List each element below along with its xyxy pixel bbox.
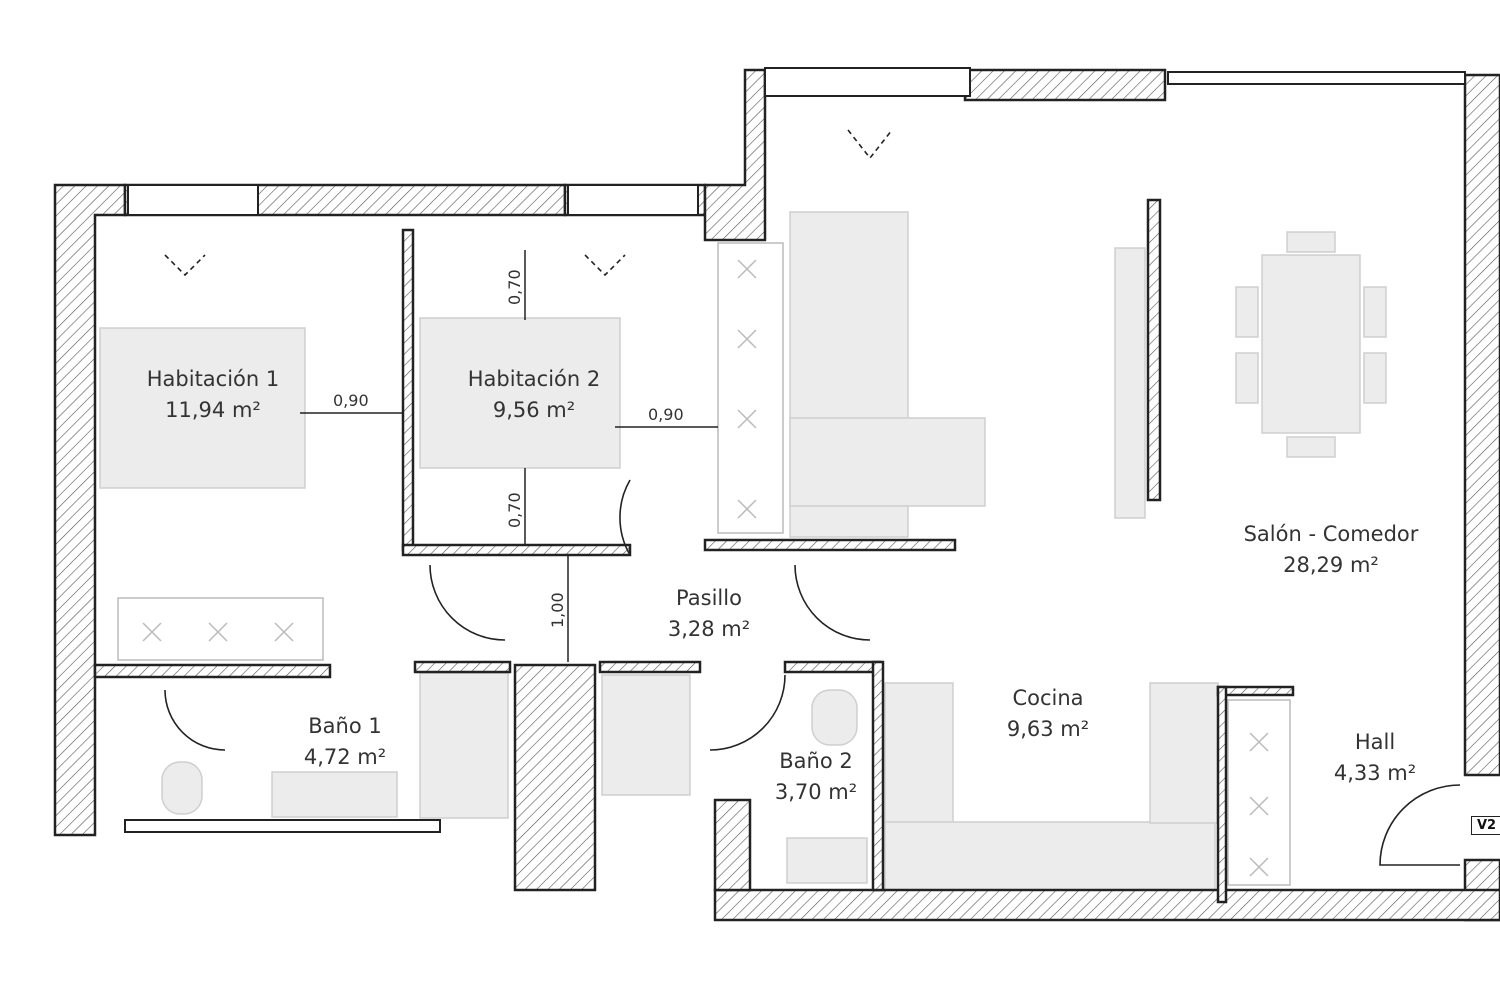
- room-name: Habitación 2: [467, 367, 601, 391]
- room-area: 3,28 m²: [667, 617, 751, 641]
- dimension-hab2-top: 0,70: [505, 269, 524, 305]
- room-cocina: Cocina 9,63 m²: [1007, 683, 1089, 745]
- kitchen-counter-left: [884, 682, 954, 824]
- sink-1: [271, 771, 398, 818]
- kitchen-counter-bottom: [884, 821, 1216, 891]
- room-name: Cocina: [1012, 686, 1084, 710]
- toilet-2: [811, 689, 858, 746]
- shower-2: [601, 674, 691, 796]
- dimension-hab2-bottom: 0,70: [505, 492, 524, 528]
- wardrobes: [117, 242, 1291, 886]
- sink-2: [786, 837, 868, 884]
- dimension-pasillo-width: 1,00: [548, 592, 567, 628]
- room-name: Hall: [1354, 730, 1396, 754]
- dining-table: [1261, 254, 1361, 434]
- toilet-1: [161, 761, 203, 815]
- room-pasillo: Pasillo 3,28 m²: [668, 583, 750, 645]
- room-bano-1: Baño 1 4,72 m²: [304, 711, 386, 773]
- room-area: 4,33 m²: [1333, 761, 1417, 785]
- room-name: Baño 2: [779, 749, 853, 773]
- room-area: 4,72 m²: [303, 745, 387, 769]
- window-tag-v2: V2: [1471, 816, 1500, 835]
- bed-2: [419, 317, 621, 469]
- shower-1: [419, 672, 509, 819]
- room-habitacion-2: Habitación 2 9,56 m²: [468, 364, 601, 426]
- room-name: Salón - Comedor: [1243, 522, 1419, 546]
- room-habitacion-1: Habitación 1 11,94 m²: [147, 364, 280, 426]
- doors: [164, 129, 1461, 866]
- dimension-hab2-door: 0,90: [648, 405, 684, 424]
- room-name: Baño 1: [308, 714, 382, 738]
- room-area: 11,94 m²: [165, 398, 261, 422]
- room-name: Pasillo: [676, 586, 742, 610]
- room-area: 9,56 m²: [492, 398, 576, 422]
- windows: [124, 67, 1466, 833]
- bed-1: [99, 327, 306, 489]
- room-area: 28,29 m²: [1283, 553, 1379, 577]
- furniture: [99, 211, 1387, 891]
- tv-unit: [1114, 247, 1146, 519]
- room-hall: Hall 4,33 m²: [1334, 727, 1416, 789]
- dimension-lines: [300, 250, 718, 662]
- room-name: Habitación 1: [146, 367, 280, 391]
- room-bano-2: Baño 2 3,70 m²: [775, 746, 857, 808]
- room-area: 9,63 m²: [1006, 717, 1090, 741]
- sofa-chaise: [789, 417, 986, 507]
- room-salon-comedor: Salón - Comedor 28,29 m²: [1244, 519, 1419, 581]
- walls: [53, 68, 1500, 922]
- room-area: 3,70 m²: [774, 780, 858, 804]
- dimension-hab1-door: 0,90: [333, 391, 369, 410]
- kitchen-counter-right: [1149, 682, 1219, 824]
